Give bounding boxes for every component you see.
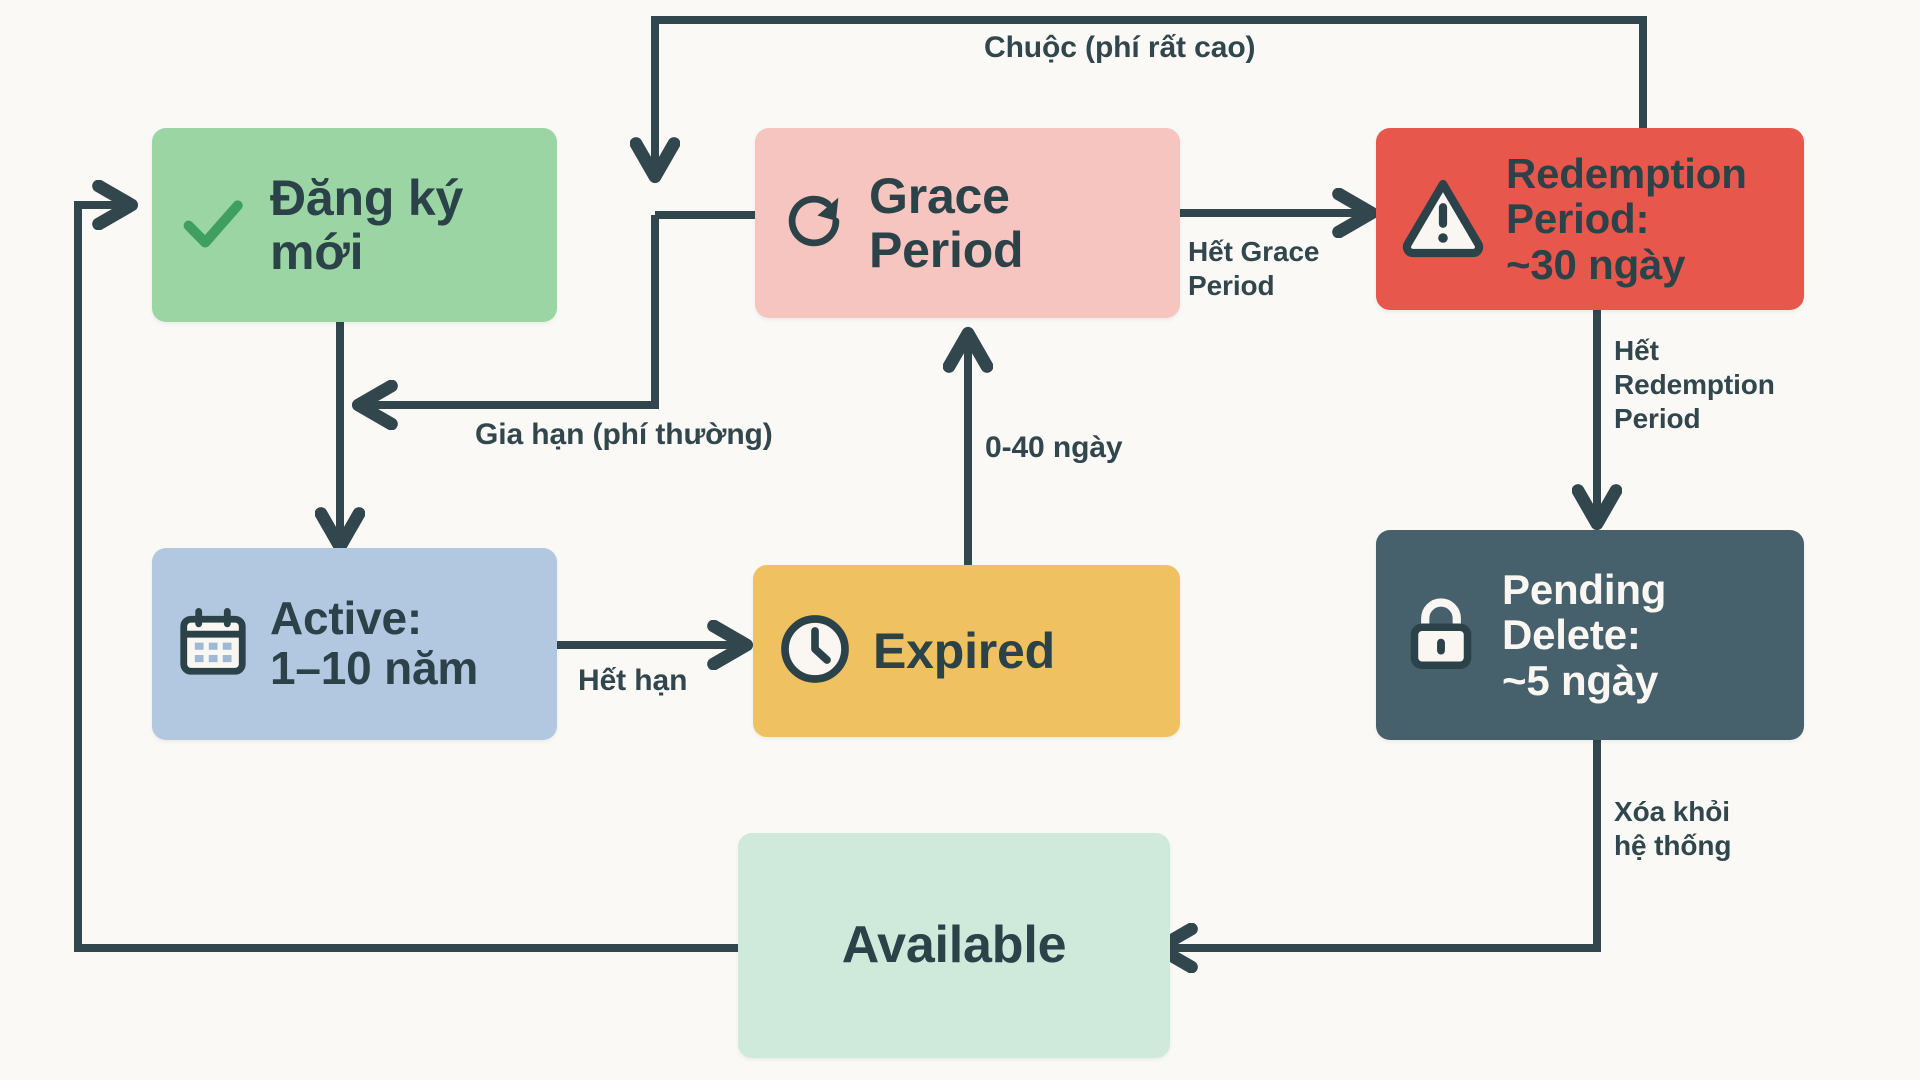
- node-expired[interactable]: Expired: [753, 565, 1180, 737]
- calendar-icon: [174, 603, 252, 686]
- edge-label-xoa-khoi-he-thong: Xóa khỏi hệ thống: [1614, 796, 1732, 862]
- edge-label-het-han: Hết hạn: [578, 664, 688, 697]
- edge-pending-to-available: [1160, 740, 1601, 948]
- edge-label-gia-han: Gia hạn (phí thường): [475, 418, 773, 451]
- node-dang-ky-moi[interactable]: Đăng ký mới: [152, 128, 557, 322]
- node-label: Active: 1–10 năm: [270, 592, 479, 694]
- warning-triangle-icon: [1398, 172, 1488, 267]
- edge-label-chuoc: Chuộc (phí rất cao): [984, 31, 1256, 64]
- node-label: Redemption Period: ~30 ngày: [1506, 149, 1747, 288]
- node-grace-period[interactable]: Grace Period: [755, 128, 1180, 318]
- node-available[interactable]: Available: [738, 833, 1170, 1058]
- node-label: Pending Delete: ~5 ngày: [1502, 565, 1667, 704]
- node-label: Expired: [873, 623, 1055, 679]
- node-redemption-period[interactable]: Redemption Period: ~30 ngày: [1376, 128, 1804, 310]
- node-label: Đăng ký mới: [270, 170, 464, 280]
- check-icon: [174, 184, 252, 267]
- node-pending-delete[interactable]: Pending Delete: ~5 ngày: [1376, 530, 1804, 740]
- edge-label-0-40-ngay: 0-40 ngày: [985, 431, 1123, 464]
- node-label: Grace Period: [869, 168, 1024, 278]
- edge-label-het-grace-period: Hết Grace Period: [1188, 236, 1320, 302]
- refresh-icon: [777, 184, 851, 263]
- lock-icon: [1398, 590, 1484, 681]
- node-active[interactable]: Active: 1–10 năm: [152, 548, 557, 740]
- edge-label-het-redemption-period: Hết Redemption Period: [1614, 335, 1775, 435]
- clock-icon: [775, 609, 855, 694]
- node-label: Available: [841, 916, 1067, 975]
